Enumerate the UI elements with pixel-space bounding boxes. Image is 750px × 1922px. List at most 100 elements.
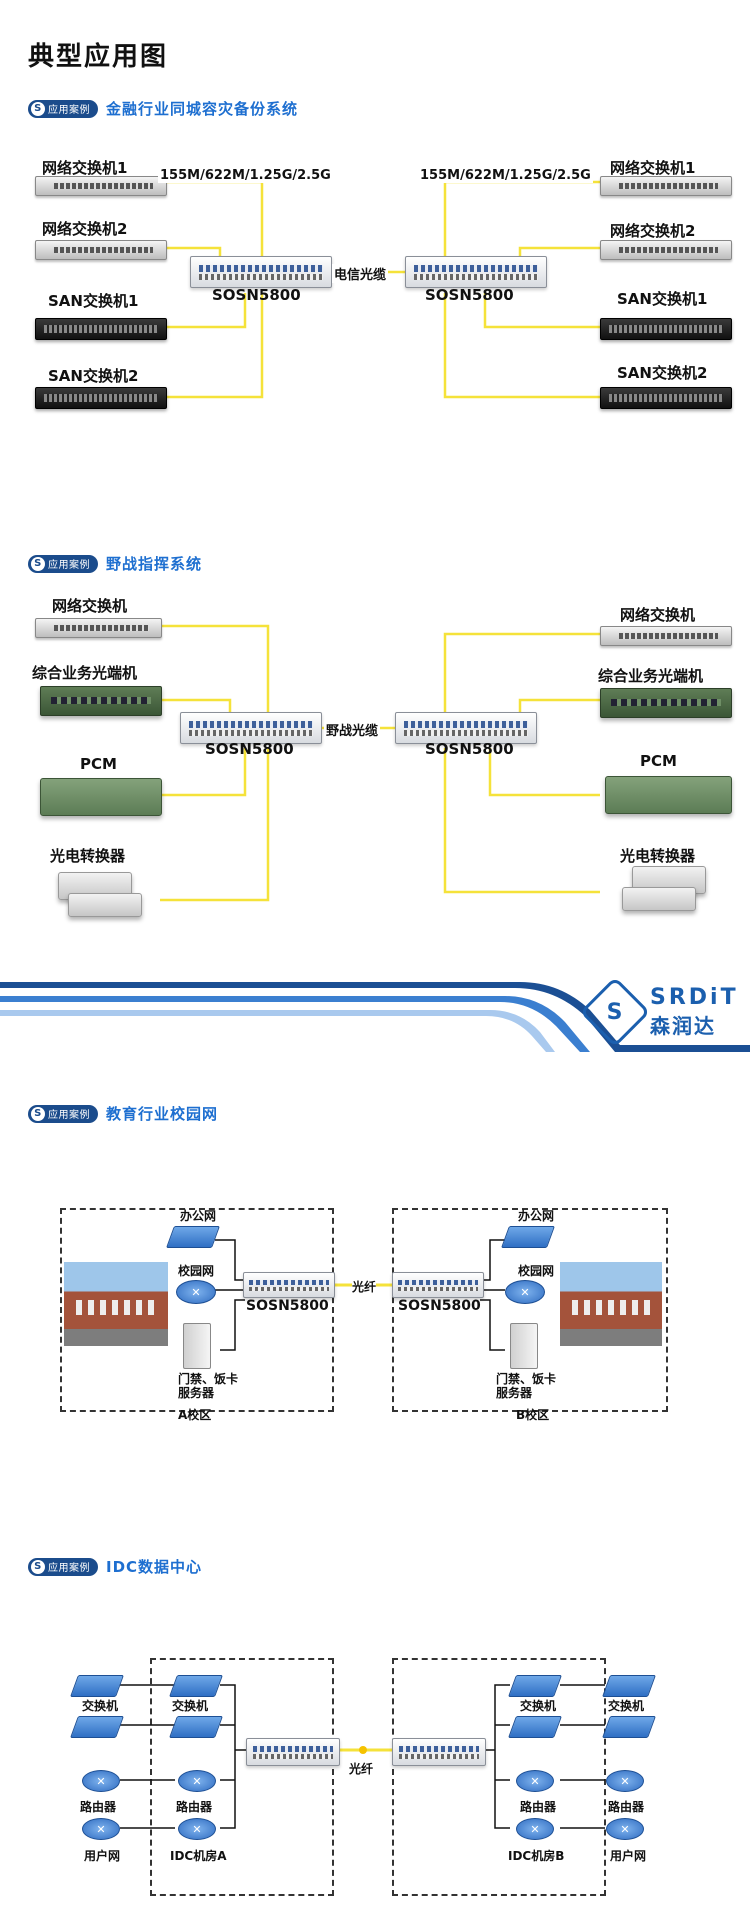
switch-icon	[165, 1226, 221, 1248]
san-switch-icon	[35, 387, 167, 409]
banner-stripes	[0, 982, 750, 1052]
campus-b-photo	[560, 1262, 662, 1346]
device-label: 网络交换机	[52, 597, 128, 615]
sosn5800-device	[180, 712, 322, 744]
switch-icon	[168, 1716, 224, 1738]
idc-links	[120, 1684, 605, 1829]
device-label: 网络交换机	[620, 606, 696, 624]
san-switch-icon	[600, 318, 732, 340]
srdit-logo-icon: S	[579, 976, 651, 1048]
server-label: 门禁、饭卡服务器	[178, 1372, 239, 1400]
zone-label: IDC机房B	[508, 1849, 565, 1863]
link-label: 野战光缆	[324, 720, 381, 739]
network-switch-icon	[600, 240, 732, 260]
device-label: 网络交换机2	[42, 220, 128, 238]
san-switch-icon	[600, 387, 732, 409]
sosn5800-device	[395, 712, 537, 744]
router-icon: ✕	[606, 1770, 644, 1792]
network-switch-icon	[35, 618, 162, 638]
router-icon: ✕	[178, 1770, 216, 1792]
router-icon: ✕	[82, 1770, 120, 1792]
network-switch-icon	[600, 626, 732, 646]
router-label: 路由器	[520, 1800, 557, 1814]
server-icon	[183, 1323, 211, 1369]
router-icon: ✕	[505, 1280, 545, 1304]
field-links	[160, 624, 600, 902]
switch-icon	[500, 1226, 556, 1248]
brand-name-cn: 森润达	[650, 1014, 716, 1038]
device-label: SAN交换机2	[48, 367, 139, 385]
idc-b-zone	[392, 1658, 606, 1896]
brand-logo-icon: S	[31, 101, 45, 116]
link-label: 光纤	[349, 1760, 374, 1777]
brand-logo-icon: S	[31, 556, 45, 571]
user-net-label: 用户网	[610, 1849, 647, 1863]
section-title: 金融行业同城容灾备份系统	[106, 100, 299, 118]
router-icon: ✕	[606, 1818, 644, 1840]
pcm-icon	[605, 776, 732, 814]
switch-label: 交换机	[520, 1699, 557, 1713]
router-icon: ✕	[516, 1770, 554, 1792]
router-icon: ✕	[178, 1818, 216, 1840]
user-net-label: 用户网	[84, 1849, 121, 1863]
office-net-label: 办公网	[180, 1209, 217, 1223]
router-icon: ✕	[82, 1818, 120, 1840]
device-label: 综合业务光端机	[32, 664, 138, 682]
zone-label: A校区	[178, 1408, 212, 1422]
sosn5800-device	[246, 1738, 340, 1766]
node-label: SOSN5800	[425, 740, 514, 758]
sosn5800-device	[405, 256, 547, 288]
node-label: SOSN5800	[246, 1298, 329, 1314]
router-icon: ✕	[516, 1818, 554, 1840]
sosn5800-device	[243, 1272, 335, 1298]
idc-a-zone	[150, 1658, 334, 1896]
switch-label: 交换机	[82, 1699, 119, 1713]
brand-logo-icon: S	[31, 1559, 45, 1574]
brand-name-en: SRDiT	[650, 985, 739, 1010]
campus-net-label: 校园网	[518, 1264, 555, 1278]
network-switch-icon	[35, 176, 167, 196]
server-label: 门禁、饭卡服务器	[496, 1372, 557, 1400]
node-label: SOSN5800	[212, 286, 301, 304]
section-title: 教育行业校园网	[106, 1105, 219, 1123]
node-label: SOSN5800	[205, 740, 294, 758]
switch-icon	[601, 1675, 657, 1697]
switch-icon	[69, 1716, 125, 1738]
link-label: 电信光缆	[332, 264, 389, 283]
campus-a-zone	[60, 1208, 334, 1412]
device-label: 光电转换器	[620, 847, 696, 865]
page-title: 典型应用图	[28, 42, 169, 72]
optical-terminal-icon	[600, 688, 732, 718]
office-net-label: 办公网	[518, 1209, 555, 1223]
device-label: SAN交换机1	[617, 290, 708, 308]
media-converter-icon	[68, 893, 142, 917]
switch-icon	[507, 1716, 563, 1738]
campus-a-photo	[64, 1262, 168, 1346]
optical-terminal-icon	[40, 686, 162, 716]
device-label: SAN交换机1	[48, 292, 139, 310]
device-label: 网络交换机1	[610, 159, 696, 177]
pcm-icon	[40, 778, 162, 816]
device-label: 网络交换机2	[610, 222, 696, 240]
server-icon	[510, 1323, 538, 1369]
rate-label: 155M/622M/1.25G/2.5G	[418, 168, 593, 183]
device-label: PCM	[640, 752, 677, 770]
campus-b-zone	[392, 1208, 668, 1412]
device-label: 光电转换器	[50, 847, 126, 865]
sosn5800-device	[392, 1738, 486, 1766]
switch-icon	[507, 1675, 563, 1697]
switch-icon	[69, 1675, 125, 1697]
section-title: IDC数据中心	[106, 1558, 203, 1576]
sosn5800-device	[392, 1272, 484, 1298]
brand-logo-icon: S	[31, 1106, 45, 1121]
brand-banner	[0, 970, 750, 1060]
san-switch-icon	[35, 318, 167, 340]
router-label: 路由器	[608, 1800, 645, 1814]
